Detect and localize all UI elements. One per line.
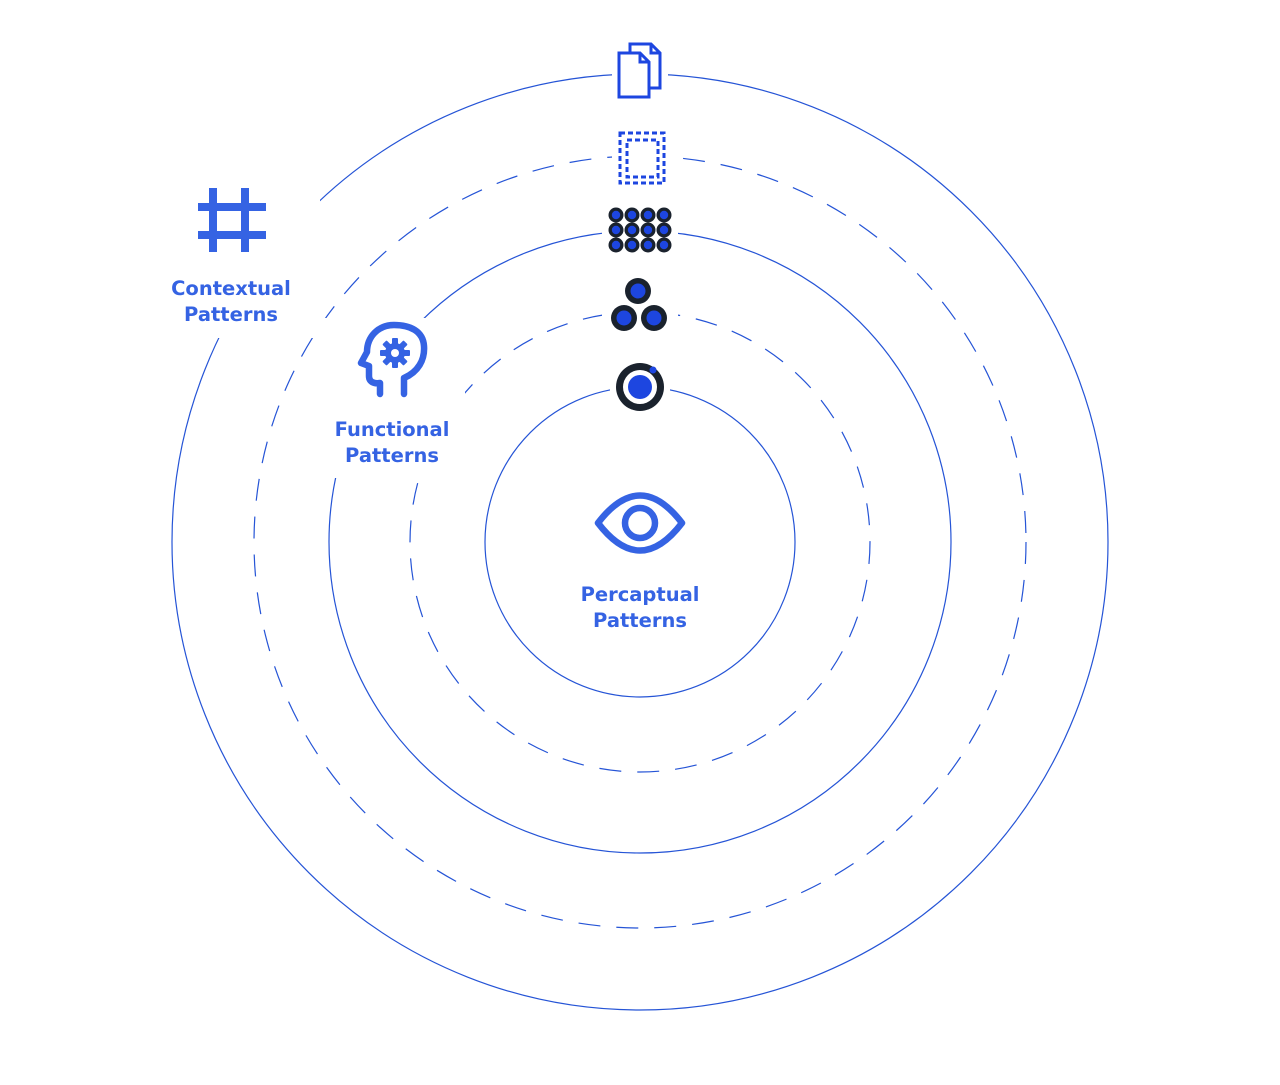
grid-dot [640,207,656,223]
head-gear-icon [357,321,428,398]
grid-dot [608,237,624,253]
inner-ring [484,386,796,698]
perceptual-label-line1: Percaptual [581,583,700,606]
single-dot-icon [616,363,664,411]
eye-icon [594,492,686,554]
grid-dot [640,237,656,253]
grid-dot [656,207,672,223]
dot-grid-icon [608,207,672,253]
cluster-dot-left [611,305,637,331]
grid-dot [640,222,656,238]
dashed-document-icon [618,131,666,185]
dot-cluster-icon [611,278,667,331]
grid-dot [624,207,640,223]
grid-dot [656,237,672,253]
grid-dot [608,207,624,223]
cluster-dot-top [625,278,651,304]
grid-dot [656,222,672,238]
label-masks [150,36,678,478]
contextual-label-line2: Patterns [184,303,278,326]
grid-dot [624,237,640,253]
gear-icon [380,338,410,368]
hashtag-icon [198,188,266,252]
perceptual-label-line2: Patterns [593,609,687,632]
cluster-dot-right [641,305,667,331]
contextual-label-line1: Contextual [171,277,291,300]
functional-label-line2: Patterns [345,444,439,467]
documents-icon [617,42,662,99]
grid-dot [608,222,624,238]
outer-dashed-ring [253,155,1027,929]
grid-dot [624,222,640,238]
functional-label-line1: Functional [335,418,450,441]
